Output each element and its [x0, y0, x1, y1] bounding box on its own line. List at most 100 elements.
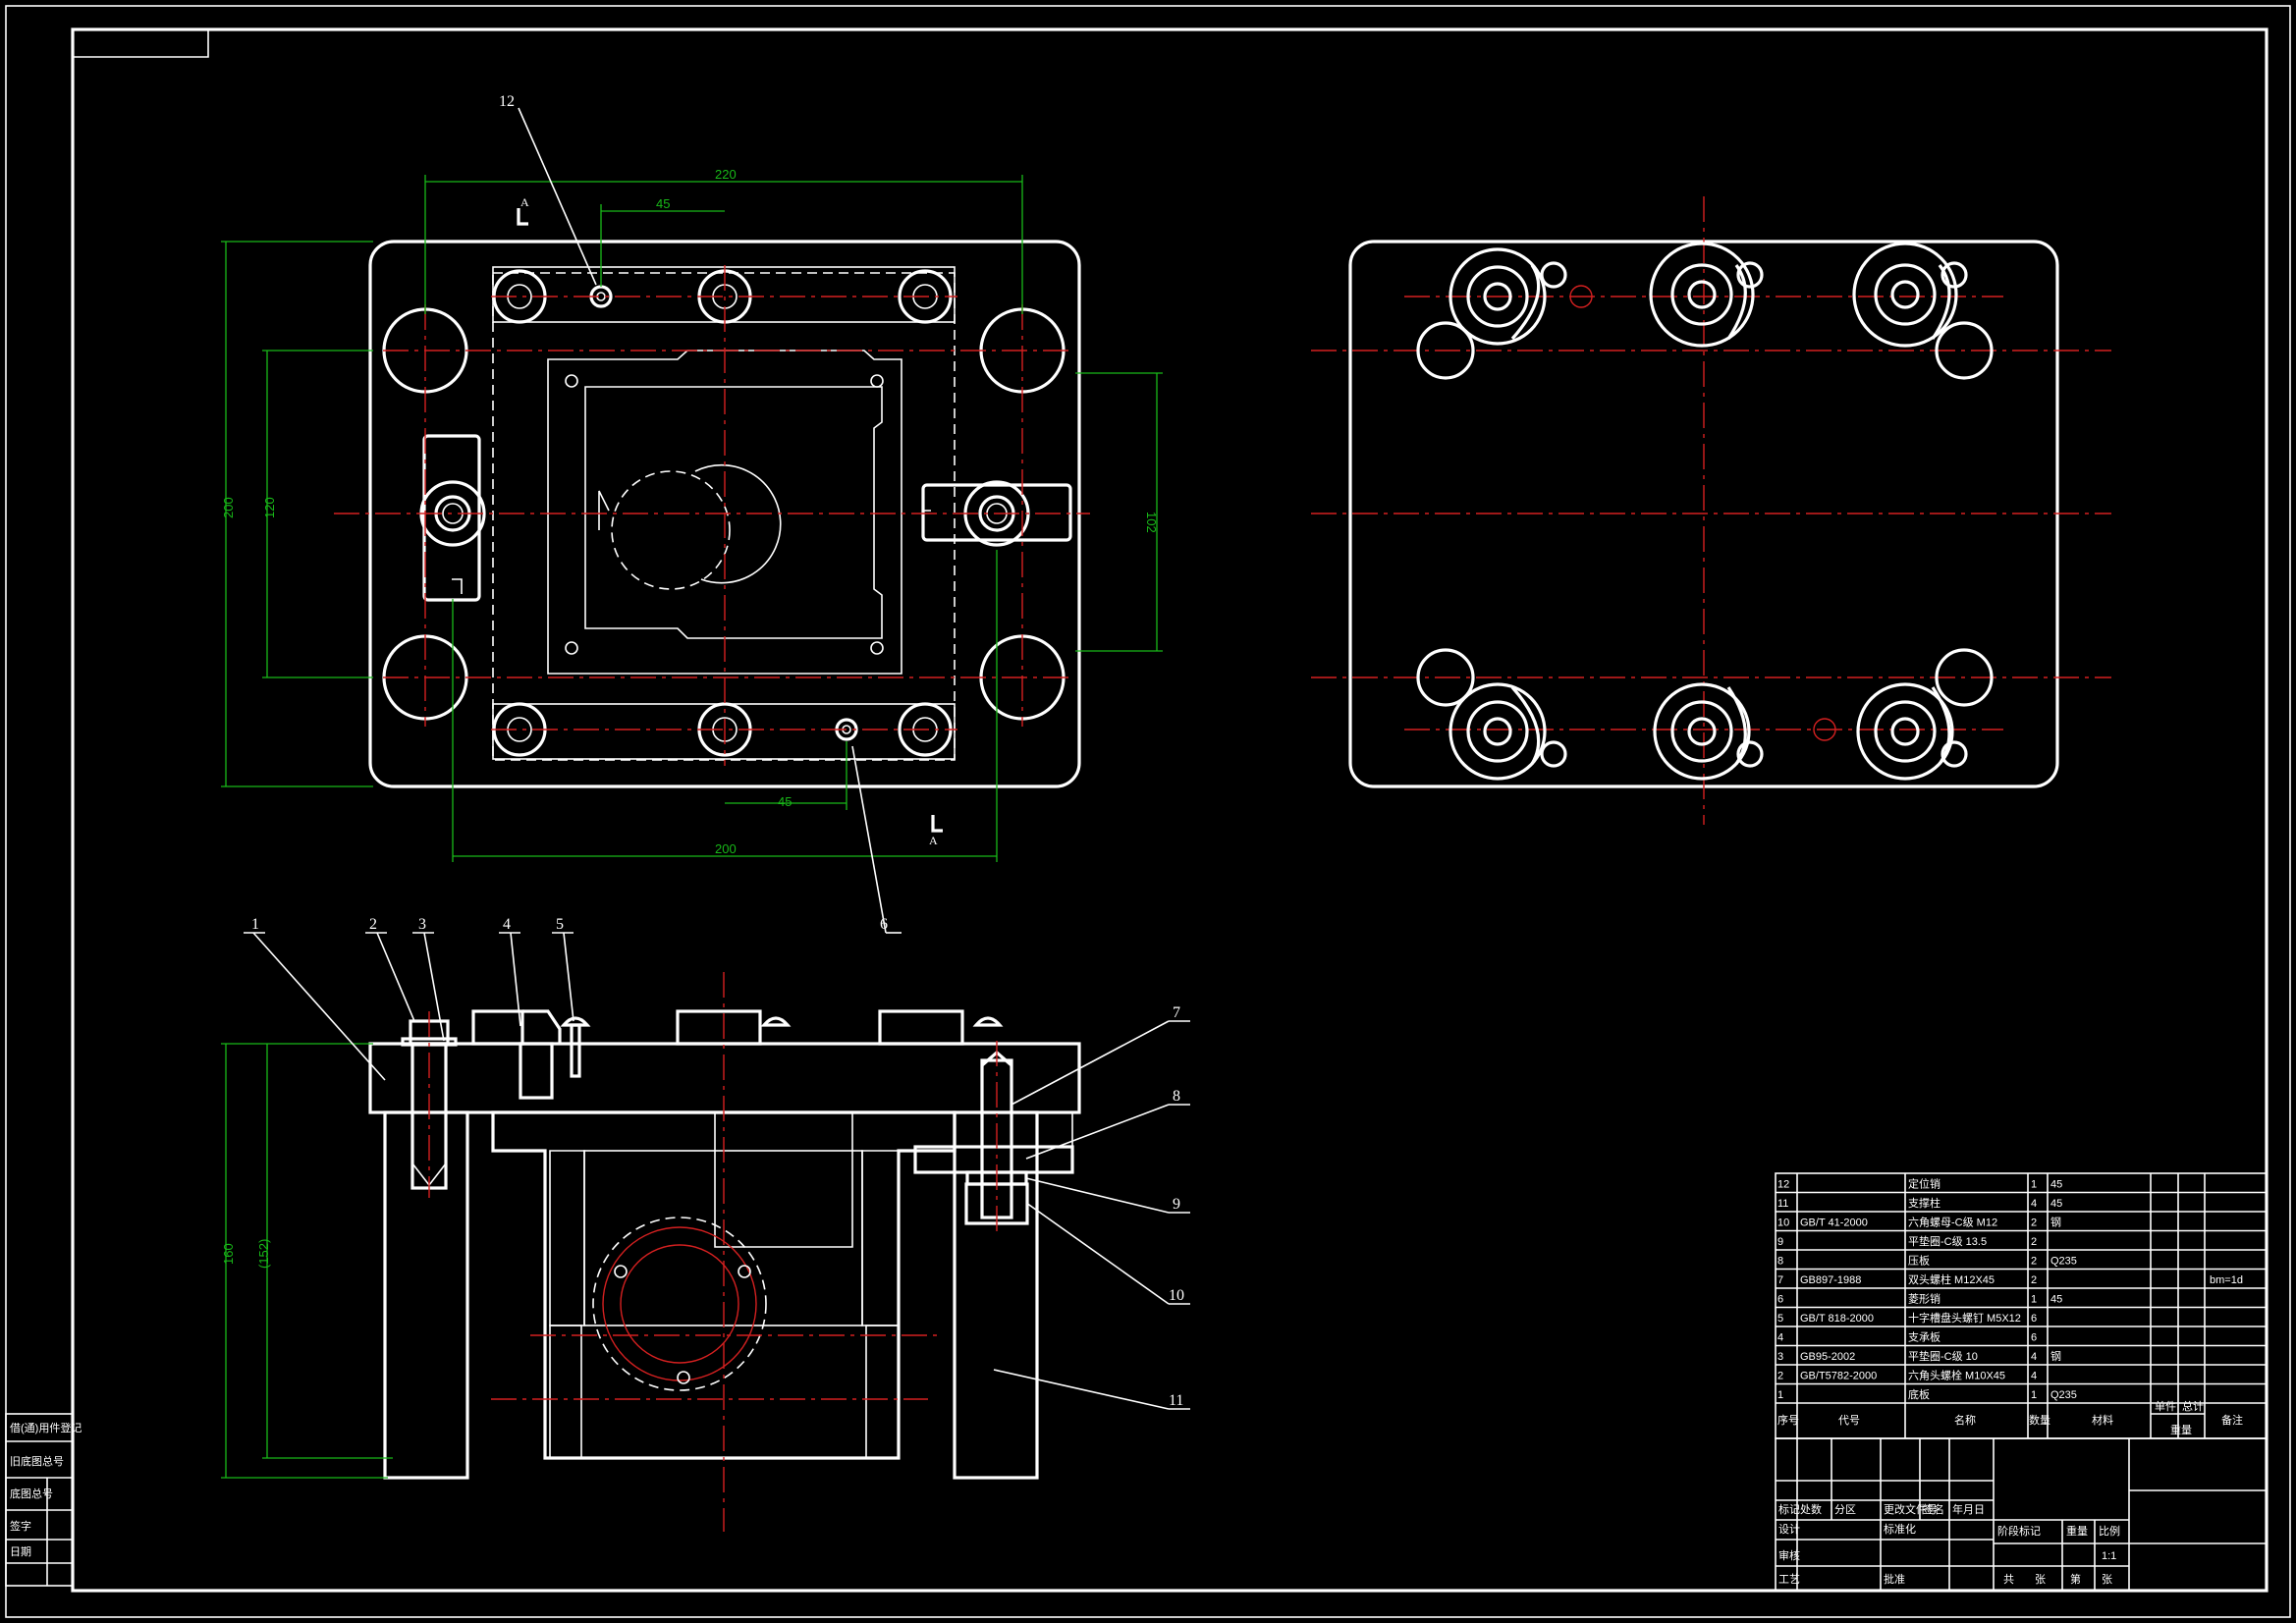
balloon-5: 5: [556, 916, 564, 933]
parts-cell-no: 11: [1777, 1198, 1788, 1210]
parts-cell-mat: 45: [2050, 1198, 2062, 1210]
hdr-mat: 材料: [2092, 1413, 2113, 1427]
hdr-total: 总计: [2182, 1399, 2204, 1413]
tb-label-16: 第: [2070, 1572, 2081, 1586]
parts-cell-no: 1: [1777, 1389, 1783, 1401]
parts-cell-qty: 4: [2031, 1351, 2037, 1363]
parts-cell-no: 8: [1777, 1256, 1783, 1268]
parts-cell-name: 平垫圈-C级 10: [1908, 1349, 1978, 1363]
parts-cell-qty: 1: [2031, 1294, 2037, 1306]
hdr-qty: 数量: [2029, 1414, 2050, 1427]
dim-section-inner: (152): [256, 1239, 271, 1269]
strip-label-4: 日期: [10, 1545, 31, 1558]
parts-cell-name: 十字槽盘头螺钉 M5X12: [1908, 1311, 2021, 1325]
parts-cell-no: 2: [1777, 1371, 1783, 1382]
parts-cell-qty: 2: [2031, 1274, 2037, 1286]
parts-cell-no: 7: [1777, 1274, 1783, 1286]
parts-cell-qty: 4: [2031, 1198, 2037, 1210]
parts-cell-qty: 2: [2031, 1256, 2037, 1268]
upper-support-bosses: [1416, 242, 1994, 380]
balloon-11: 11: [1169, 1392, 1183, 1409]
dim-left-inner: 120: [262, 497, 277, 518]
section-view: 160 (152): [221, 972, 1081, 1532]
parts-cell-no: 10: [1777, 1217, 1789, 1229]
parts-cell-name: 平垫圈-C级 13.5: [1908, 1234, 1987, 1248]
tb-label-4: 签名: [1923, 1502, 1944, 1516]
left-binding-strip: 借(通)用件登记 旧底图总号 底图总号 签字 日期: [5, 1413, 82, 1587]
parts-cell-no: 9: [1777, 1236, 1783, 1248]
clamp-left: [419, 434, 486, 602]
strip-label-2: 底图总号: [10, 1487, 53, 1500]
parts-cell-qty: 4: [2031, 1371, 2037, 1382]
parts-cell-name: 六角头螺栓 M10X45: [1908, 1369, 2005, 1382]
section-mark-bottom: A: [929, 834, 938, 847]
balloon-4: 4: [503, 916, 511, 933]
balloon-9: 9: [1173, 1196, 1180, 1213]
tb-scale: 1:1: [2102, 1550, 2116, 1562]
dim-section-height: 160: [221, 1243, 236, 1265]
parts-cell-mat: 45: [2050, 1179, 2062, 1191]
dim-bottom-width: 200: [715, 841, 737, 856]
strip-label-3: 签字: [10, 1519, 31, 1533]
parts-cell-name: 定位销: [1908, 1177, 1941, 1191]
sheet-frame: [5, 5, 2291, 1618]
parts-cell-note: bm=1d: [2210, 1274, 2243, 1286]
parts-cell-mat: 45: [2050, 1294, 2062, 1306]
parts-cell-qty: 2: [2031, 1217, 2037, 1229]
parts-cell-name: 菱形销: [1908, 1292, 1941, 1306]
title-block: 标记 处数 分区 更改文件号 签名 年月日 设计 标准化 审核 工艺 批准 阶段…: [1775, 1437, 2268, 1592]
dim-left-height: 200: [221, 497, 236, 518]
balloon-1: 1: [251, 916, 259, 933]
balloon-7: 7: [1173, 1004, 1180, 1021]
clamp-section: [913, 1050, 1074, 1225]
parts-cell-no: 12: [1777, 1179, 1789, 1191]
lower-support-bosses: [1416, 648, 1994, 781]
tb-label-1: 处数: [1800, 1503, 1822, 1516]
parts-cell-no: 5: [1777, 1313, 1783, 1325]
dim-right-height: 102: [1144, 512, 1159, 533]
parts-cell-name: 压板: [1908, 1254, 1930, 1268]
tb-label-0: 标记: [1778, 1502, 1800, 1516]
tb-label-6: 设计: [1778, 1523, 1800, 1536]
parts-cell-name: 支撑柱: [1908, 1196, 1941, 1210]
parts-cell-std: GB95-2002: [1800, 1351, 1855, 1363]
balloon-2: 2: [369, 916, 377, 933]
parts-cell-name: 支承板: [1908, 1330, 1941, 1344]
parts-cell-mat: Q235: [2050, 1256, 2077, 1268]
tb-label-3: 更改文件号: [1884, 1502, 1938, 1516]
tb-label-12: 重量: [2066, 1524, 2088, 1538]
hdr-name: 名称: [1954, 1413, 1976, 1427]
base-plate-view: [1311, 196, 2111, 825]
hdr-unit: 单件: [2155, 1400, 2176, 1413]
parts-cell-std: GB897-1988: [1800, 1274, 1861, 1286]
parts-cell-no: 4: [1777, 1332, 1783, 1344]
balloon-8: 8: [1173, 1088, 1180, 1105]
parts-cell-qty: 6: [2031, 1313, 2037, 1325]
parts-cell-mat: 钢: [2050, 1350, 2061, 1363]
parts-cell-qty: 6: [2031, 1332, 2037, 1344]
dim-bottom-offset: 45: [778, 794, 792, 809]
parts-cell-name: 六角螺母-C级 M12: [1908, 1217, 1997, 1229]
parts-cell-mat: 钢: [2050, 1217, 2061, 1229]
tb-label-9: 工艺: [1778, 1573, 1800, 1586]
tb-label-11: 阶段标记: [1997, 1524, 2041, 1538]
parts-cell-std: GB/T 41-2000: [1800, 1217, 1868, 1229]
top-view-dimensions: 220 45 200 120 102 45 200: [221, 167, 1163, 862]
parts-cell-std: GB/T 818-2000: [1800, 1313, 1874, 1325]
top-view: 220 45 200 120 102 45 200 A: [221, 167, 1163, 862]
tb-label-5: 年月日: [1952, 1502, 1985, 1516]
dim-top-width: 220: [715, 167, 737, 182]
part-balloons: 12 6 1 2 3 4 5 7 8 9 10 11: [244, 93, 1190, 1410]
section-mark-top: A: [520, 195, 529, 209]
balloon-10: 10: [1169, 1287, 1184, 1304]
tb-label-17: 张: [2102, 1573, 2112, 1586]
balloon-3: 3: [418, 916, 426, 933]
hdr-weight: 重量: [2170, 1423, 2192, 1436]
hdr-note: 备注: [2221, 1413, 2243, 1427]
hdr-no: 序号: [1777, 1413, 1799, 1427]
strip-label-0: 借(通)用件登记: [10, 1421, 82, 1434]
tb-label-7: 标准化: [1884, 1522, 1916, 1536]
